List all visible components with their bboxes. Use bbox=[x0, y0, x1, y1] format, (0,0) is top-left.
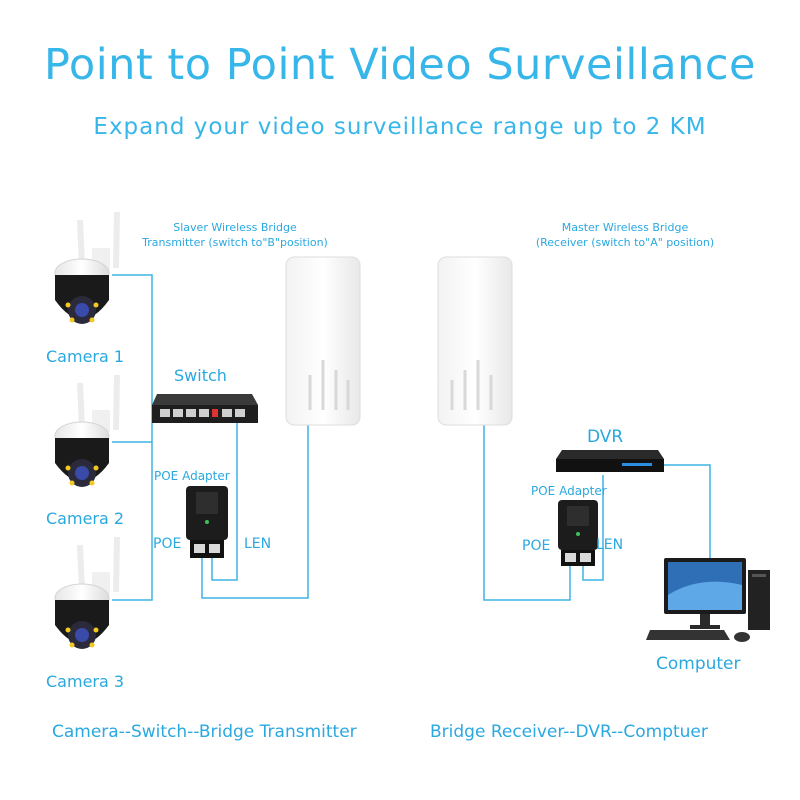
page-title: Point to Point Video Surveillance bbox=[43, 40, 757, 90]
receiver-caption: Master Wireless Bridge (Receiver (switch… bbox=[510, 220, 740, 250]
dvr-label: DVR bbox=[587, 427, 624, 447]
receiver-to-poe-line bbox=[483, 425, 571, 601]
computer-label: Computer bbox=[656, 654, 741, 674]
poe-adapter-left-icon bbox=[186, 486, 228, 558]
poe-right-len-label: LEN bbox=[596, 537, 624, 553]
camera-2-icon bbox=[54, 374, 120, 487]
poe-right-title: POE Adapter bbox=[531, 484, 607, 498]
dvr-device-icon bbox=[556, 450, 664, 472]
camera-bus-line bbox=[112, 274, 153, 601]
transmitter-caption: Slaver Wireless Bridge Transmitter (swit… bbox=[120, 220, 350, 250]
transmitter-caption-line2: Transmitter (switch to"B"position) bbox=[142, 236, 328, 249]
bridge-receiver-icon bbox=[437, 256, 513, 426]
poe-left-title: POE Adapter bbox=[154, 469, 230, 483]
receiver-caption-line2: (Receiver (switch to"A" position) bbox=[535, 236, 715, 249]
camera-1-icon bbox=[54, 211, 120, 324]
camera-1-label: Camera 1 bbox=[46, 347, 125, 366]
poe-to-dvr-line bbox=[582, 475, 604, 581]
poe-to-transmitter-line bbox=[201, 425, 309, 599]
camera-3-label: Camera 3 bbox=[46, 672, 125, 691]
footer-left: Camera--Switch--Bridge Transmitter bbox=[52, 722, 357, 742]
footer-right: Bridge Receiver--DVR--Comptuer bbox=[430, 722, 708, 742]
transmitter-caption-line1: Slaver Wireless Bridge bbox=[173, 221, 297, 234]
computer-icon bbox=[646, 558, 770, 642]
network-switch-icon bbox=[152, 394, 258, 423]
switch-label: Switch bbox=[174, 366, 227, 385]
receiver-caption-line1: Master Wireless Bridge bbox=[561, 221, 689, 234]
poe-right-poe-label: POE bbox=[522, 538, 551, 554]
poe-adapter-right-icon bbox=[558, 500, 598, 566]
poe-left-poe-label: POE bbox=[153, 536, 182, 552]
switch-to-poe-line bbox=[211, 418, 238, 581]
camera-3-icon bbox=[54, 536, 120, 649]
page-subtitle: Expand your video surveillance range up … bbox=[93, 114, 707, 140]
bridge-transmitter-icon bbox=[285, 256, 361, 426]
camera-2-label: Camera 2 bbox=[46, 509, 125, 528]
connection-lines bbox=[112, 274, 711, 601]
poe-left-len-label: LEN bbox=[244, 536, 272, 552]
dvr-to-computer-line bbox=[662, 464, 711, 558]
